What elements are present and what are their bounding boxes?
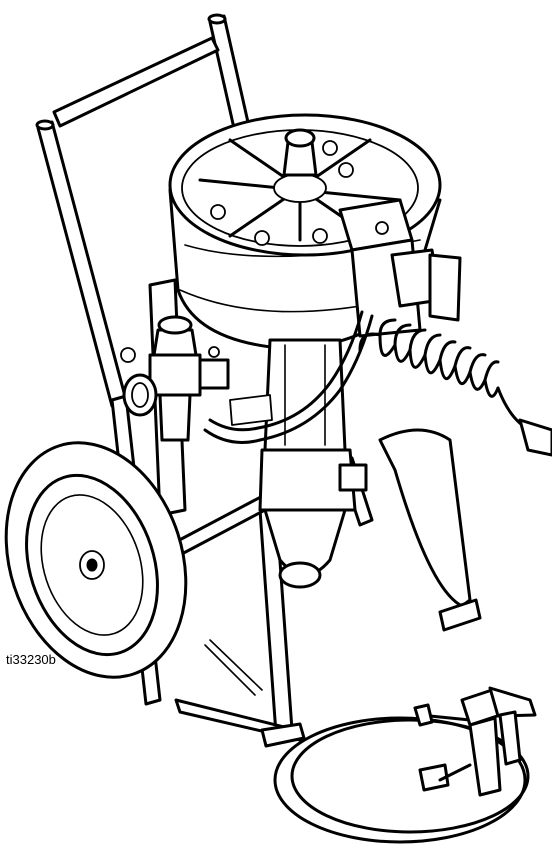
control-box: [338, 198, 462, 338]
spray-gun: [273, 686, 537, 844]
figure-reference-label: ti33230b: [6, 652, 56, 667]
supply-hose: [203, 310, 374, 444]
wheel: [4, 441, 188, 679]
air-regulator: [120, 315, 230, 442]
pump-assembly: [229, 338, 368, 589]
coiled-hose: [358, 318, 552, 457]
